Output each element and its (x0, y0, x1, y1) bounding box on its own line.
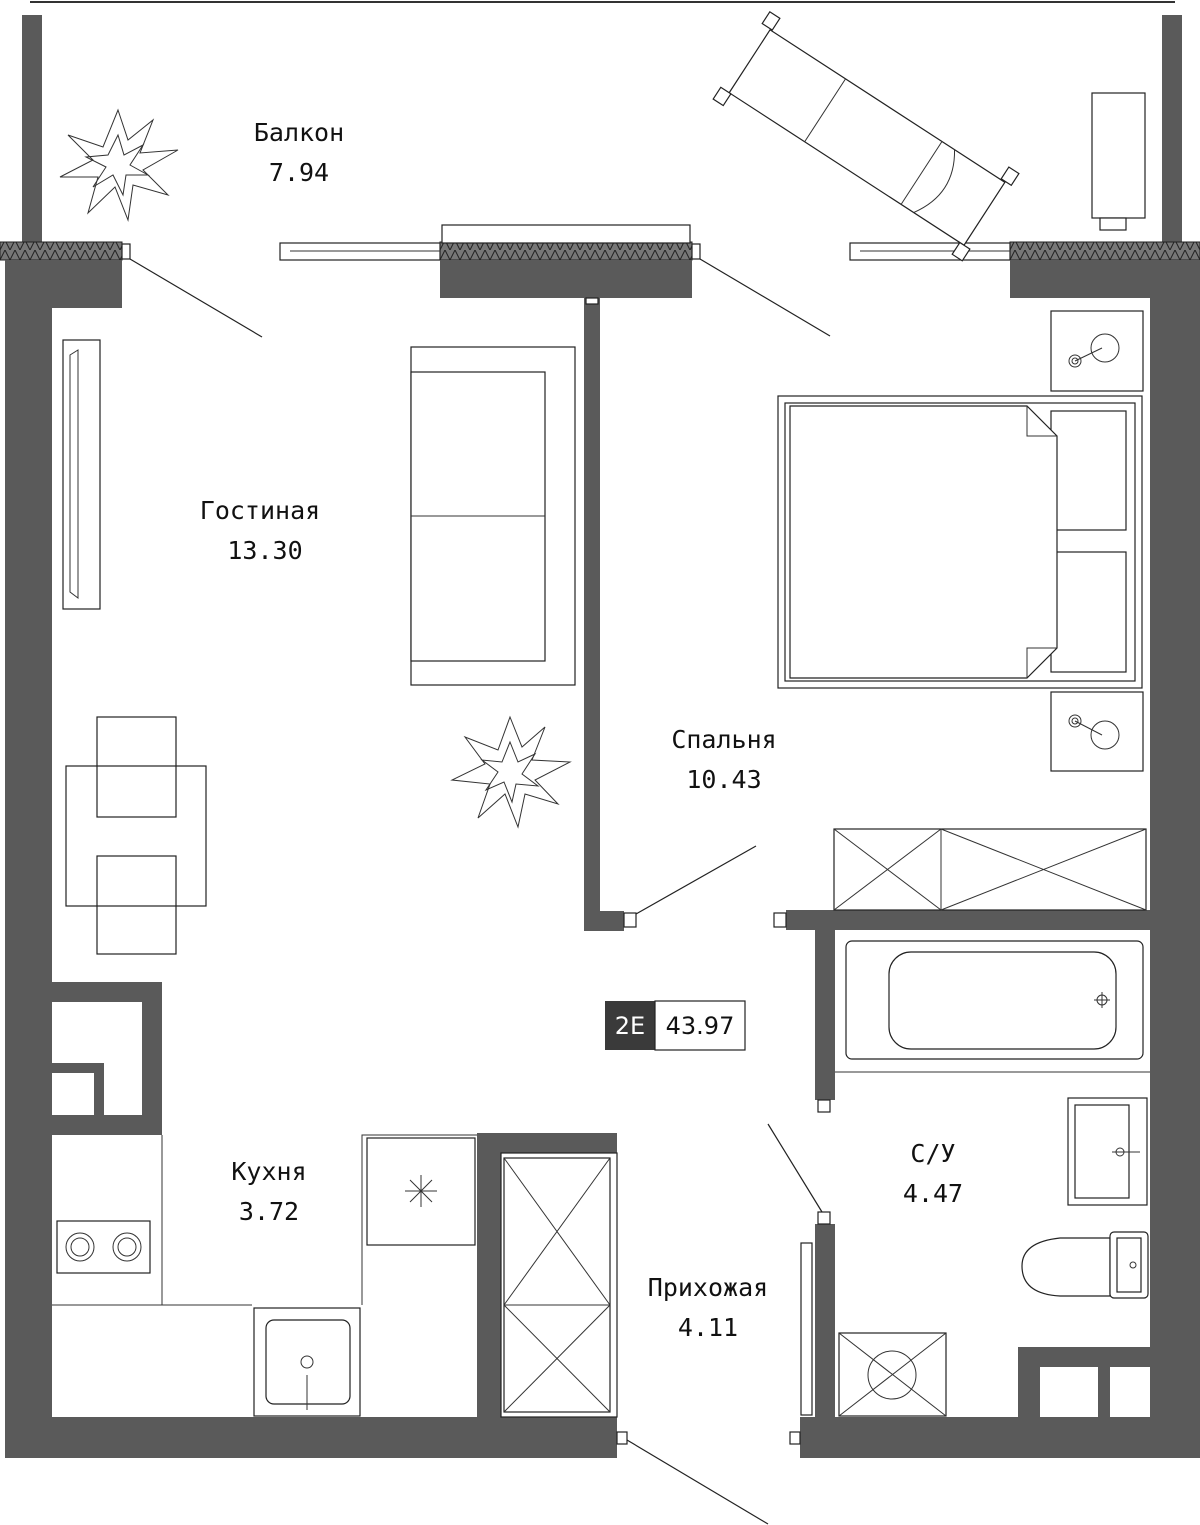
room-area-hall: 4.11 (678, 1313, 738, 1342)
balcony-cabinet (1091, 92, 1146, 231)
room-name-bathroom: С/У (910, 1139, 955, 1168)
dining-table (65, 716, 207, 955)
room-name-bedroom: Спальня (671, 725, 776, 754)
hob (56, 1220, 151, 1274)
sofa (410, 346, 576, 686)
room-name-hall: Прихожая (648, 1273, 768, 1302)
walls (5, 260, 1200, 1458)
window-right (849, 242, 1011, 261)
nightstand (1050, 310, 1144, 392)
room-name-balcony: Балкон (254, 118, 344, 147)
parapet-right (1009, 241, 1200, 261)
sun-lounger (712, 10, 1020, 262)
hall-door-panel (800, 1242, 813, 1416)
washbasin (1067, 1097, 1148, 1206)
plant-balcony (59, 108, 179, 222)
parapet-center (439, 241, 693, 261)
wall-cap (585, 297, 599, 305)
window-left (279, 242, 441, 261)
toilet (1021, 1231, 1149, 1299)
room-name-kitchen: Кухня (231, 1157, 306, 1186)
room-area-bedroom: 10.43 (686, 765, 761, 794)
bed (777, 395, 1143, 689)
tv-unit (62, 339, 101, 610)
apartment-type: 2Е (615, 1012, 645, 1040)
fridge (366, 1137, 476, 1246)
washing-machine (838, 1332, 947, 1417)
balcony-wall-right (1162, 15, 1182, 245)
parapet-left (0, 241, 123, 261)
balcony-wall-left (22, 15, 42, 245)
apartment-badge: 2Е 43.97 (605, 1000, 746, 1051)
nightstand (1050, 691, 1144, 772)
door-swings (129, 258, 831, 1525)
room-area-bathroom: 4.47 (903, 1179, 963, 1208)
door-hinge (623, 912, 637, 928)
door-hinge (773, 912, 787, 928)
door-hinge (789, 1431, 801, 1445)
plant-living (450, 715, 572, 829)
wardrobe-hall (500, 1152, 618, 1418)
window-sill (441, 224, 691, 244)
door-hinge (616, 1431, 628, 1445)
door-hinge (817, 1211, 831, 1225)
room-area-kitchen: 3.72 (239, 1197, 299, 1226)
apartment-total-area: 43.97 (666, 1012, 735, 1040)
door-hinge (817, 1099, 831, 1113)
kitchen-sink (253, 1307, 361, 1417)
bathtub (845, 940, 1144, 1060)
kitchen-counter (52, 1134, 477, 1306)
room-name-living: Гостиная (200, 496, 320, 525)
room-area-balcony: 7.94 (269, 158, 329, 187)
room-area-living: 13.30 (227, 536, 302, 565)
wardrobe-bedroom (833, 828, 1147, 911)
door-jamb (121, 243, 131, 260)
door-jamb (691, 243, 701, 260)
